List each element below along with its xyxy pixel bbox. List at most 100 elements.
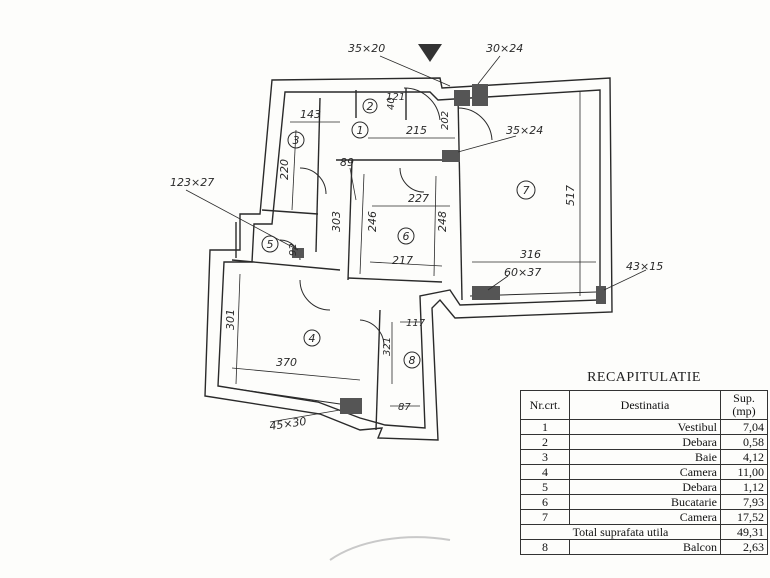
row-sup: 2,63 — [720, 539, 768, 555]
row-sup: 4,12 — [720, 449, 768, 465]
total-label: Total suprafata utila — [520, 524, 721, 540]
shaft-35x24 — [442, 150, 460, 162]
wall-room7-left — [457, 95, 463, 301]
dim-517: 517 — [564, 185, 577, 206]
door-kitchen — [399, 167, 425, 193]
wall-kitchen-left — [347, 159, 353, 281]
dim-87: 87 — [398, 402, 411, 413]
door-entrance — [403, 87, 441, 121]
outer-wall — [204, 77, 613, 441]
room-1-label: 1 — [357, 124, 364, 137]
dim-217: 217 — [392, 254, 413, 267]
row-nr: 3 — [520, 449, 570, 465]
dim-370: 370 — [276, 356, 297, 369]
dim-316: 316 — [520, 248, 541, 261]
row-nr: 7 — [520, 509, 570, 525]
north-arrow-icon — [418, 44, 442, 62]
shaft-30x24 — [472, 84, 488, 106]
dim-92: 92 — [288, 243, 299, 256]
row-dest: Vestibul — [569, 419, 721, 435]
door-bath — [299, 167, 327, 195]
door-room8 — [359, 319, 385, 347]
row-dest: Bucatarie — [569, 494, 721, 510]
row-dest: Debara — [569, 479, 721, 495]
wall-bath-bottom — [261, 209, 319, 215]
stamp-mark — [329, 536, 451, 561]
row-sup: 0,58 — [720, 434, 768, 450]
shaft-123x27 — [292, 248, 304, 258]
dim-248: 248 — [436, 211, 449, 232]
row-nr: 1 — [520, 419, 570, 435]
shaft-35x20 — [454, 90, 470, 106]
wall-kitchen-bottom — [347, 277, 443, 283]
room-4-label: 4 — [309, 332, 316, 345]
row-nr: 8 — [520, 539, 570, 555]
dim-246: 246 — [366, 211, 379, 232]
row-nr: 5 — [520, 479, 570, 495]
row-nr: 4 — [520, 464, 570, 480]
recap-table-block: RECAPITULATIE Nr.crt. Destinatia Sup. (m… — [520, 370, 768, 555]
wall-room8-left — [375, 309, 381, 431]
dim-117: 117 — [406, 318, 426, 329]
dim-89: 89 — [340, 156, 354, 169]
door-room7 — [457, 107, 493, 141]
row-sup: 11,00 — [720, 464, 768, 480]
dim-227: 227 — [408, 192, 429, 205]
dim-301: 301 — [224, 309, 237, 330]
dim-215: 215 — [406, 124, 427, 137]
dim-40: 40 — [386, 97, 397, 110]
dim-121: 121 — [386, 92, 405, 103]
row-dest: Baie — [569, 449, 721, 465]
door-room4 — [299, 279, 331, 311]
dim-303: 303 — [330, 211, 343, 232]
room-2-label: 2 — [367, 100, 374, 113]
dim-143: 143 — [300, 108, 321, 121]
label-35x24: 35×24 — [506, 124, 543, 137]
row-dest: Camera — [569, 464, 721, 480]
shaft-45x30 — [340, 398, 362, 414]
row-nr: 2 — [520, 434, 570, 450]
header-destinatia: Destinatia — [569, 390, 721, 420]
wall-room4-top — [231, 259, 341, 271]
row-dest: Balcon — [569, 539, 721, 555]
recap-header-row: Nr.crt. Destinatia Sup. (mp) — [520, 390, 768, 420]
row-sup: 7,93 — [720, 494, 768, 510]
room-3-label: 3 — [293, 134, 300, 147]
window-room4 — [229, 387, 341, 405]
label-45x30: 45×30 — [269, 415, 308, 433]
inner-wall-outline — [217, 89, 601, 429]
header-sup: Sup. (mp) — [720, 390, 768, 420]
room-8-label: 8 — [409, 354, 416, 367]
row-dest: Debara — [569, 434, 721, 450]
room-6-label: 6 — [403, 230, 410, 243]
room-5-label: 5 — [267, 238, 274, 251]
dim-202: 202 — [440, 111, 451, 130]
row-sup: 17,52 — [720, 509, 768, 525]
label-35x20: 35×20 — [348, 42, 385, 55]
row-dest: Camera — [569, 509, 721, 525]
row-sup: 7,04 — [720, 419, 768, 435]
room-7-label: 7 — [523, 184, 530, 197]
shaft-60x37 — [472, 286, 500, 300]
row-sup: 1,12 — [720, 479, 768, 495]
label-123x27: 123×27 — [170, 176, 214, 189]
label-30x24: 30×24 — [486, 42, 523, 55]
row-nr: 6 — [520, 494, 570, 510]
total-sup: 49,31 — [720, 524, 768, 540]
shaft-43x15 — [596, 286, 606, 304]
recap-title: RECAPITULATIE — [587, 370, 701, 385]
label-43x15: 43×15 — [626, 260, 663, 273]
header-nr: Nr.crt. — [520, 390, 570, 420]
dim-321: 321 — [382, 337, 393, 356]
